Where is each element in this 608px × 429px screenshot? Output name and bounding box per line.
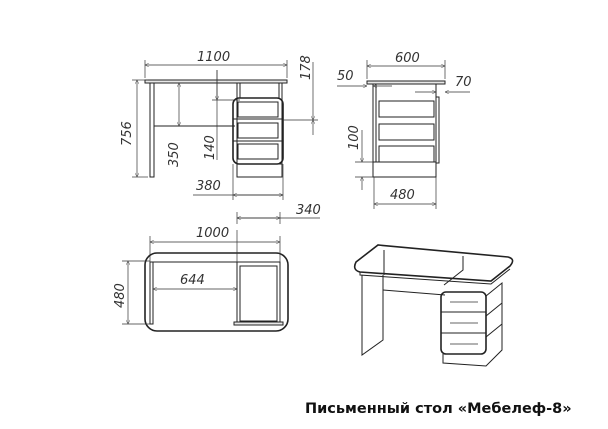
drawing-caption: Письменный стол «Мебелеф-8»: [305, 401, 572, 417]
drawer-3: [237, 143, 279, 160]
drawer-unit: [232, 97, 284, 165]
side-drawer-2: [378, 123, 435, 141]
dim-340: 340: [296, 203, 321, 218]
dim-140: 140: [203, 135, 218, 160]
dim-644: 644: [180, 273, 205, 288]
dim-480-side: 480: [390, 188, 415, 203]
side-view: 600 50 70 100 480: [337, 51, 472, 209]
front-view: 1100 756 350 140 178 380 340: [120, 50, 321, 224]
drawer-2: [237, 122, 279, 139]
dim-178: 178: [299, 55, 314, 80]
side-drawer-3: [378, 145, 435, 163]
iso-left-leg: [361, 275, 384, 356]
dim-756: 756: [120, 121, 135, 146]
plinth: [236, 163, 283, 178]
dim-480-top: 480: [113, 283, 128, 308]
top-drawer-unit: [236, 261, 281, 325]
iso-drawer-unit: [440, 291, 487, 355]
side-body: [372, 83, 437, 178]
isometric-view: [353, 244, 514, 367]
dim-50: 50: [337, 69, 354, 84]
top-view: 1000 644 480: [113, 226, 289, 332]
dim-350: 350: [167, 142, 182, 167]
dim-380: 380: [196, 179, 221, 194]
tabletop: [144, 79, 288, 84]
side-drawer-1: [378, 100, 435, 118]
dim-1100: 1100: [197, 50, 230, 65]
dim-100: 100: [347, 125, 362, 150]
iso-tabletop: [353, 244, 514, 282]
drawer-1: [237, 101, 279, 118]
dim-70: 70: [455, 75, 472, 90]
top-outline: [144, 252, 289, 332]
left-leg: [149, 82, 155, 178]
dim-600: 600: [395, 51, 420, 66]
dim-1000: 1000: [196, 226, 229, 241]
